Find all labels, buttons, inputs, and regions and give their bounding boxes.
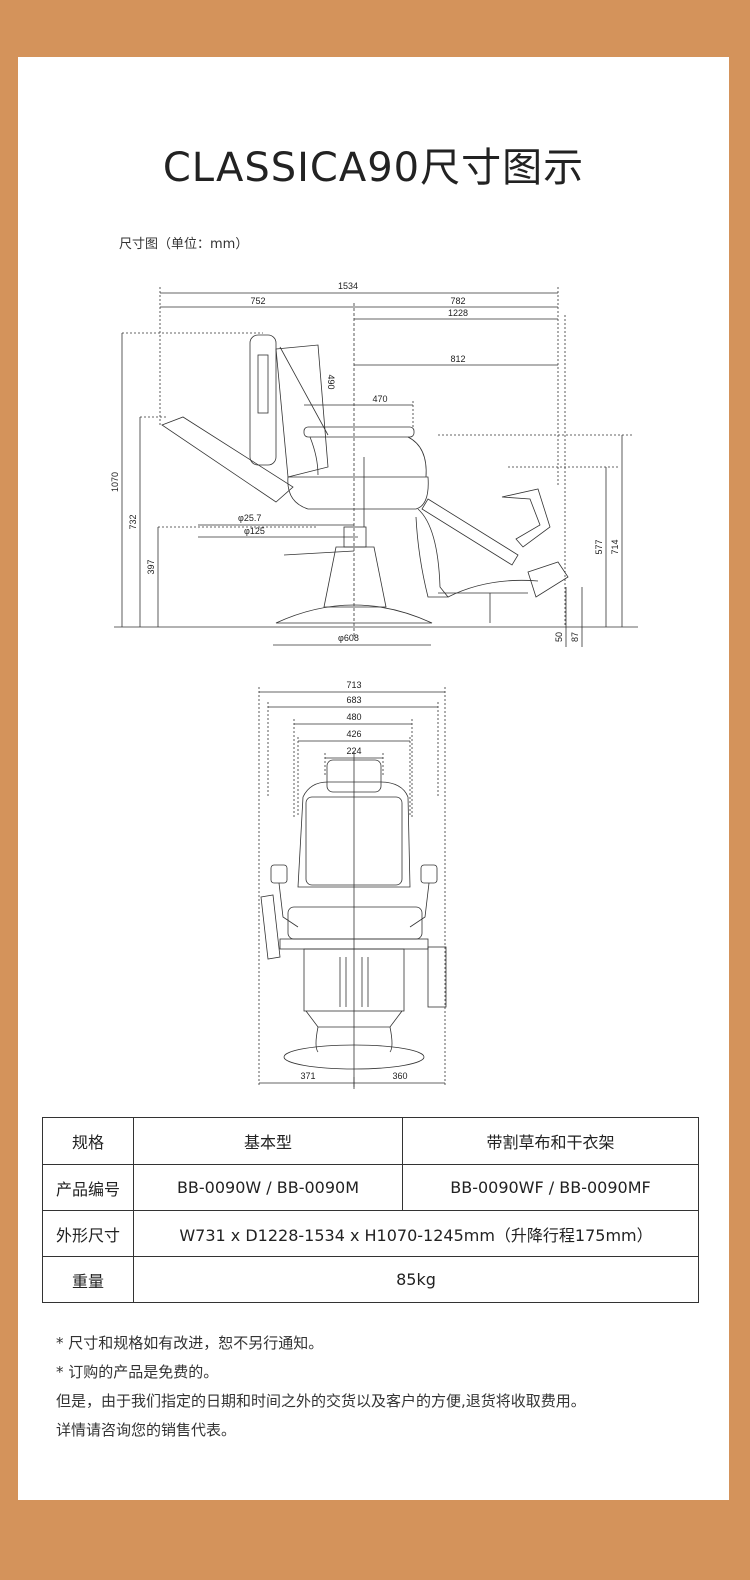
dimensions-value: W731 x D1228-1534 x H1070-1245mm（升降行程175… <box>133 1210 699 1257</box>
spec-label: 重量 <box>42 1256 134 1303</box>
spec-table: 规格 基本型 带割草布和干衣架 产品编号 BB-0090W / BB-0090M… <box>42 1117 700 1303</box>
table-row: 外形尺寸 W731 x D1228-1534 x H1070-1245mm（升降… <box>42 1210 699 1257</box>
dim-782: 782 <box>450 296 465 306</box>
dim-490: 490 <box>326 374 336 389</box>
spec-basic-header: 基本型 <box>133 1117 403 1165</box>
dim-1070: 1070 <box>110 472 120 492</box>
dim-87: 87 <box>570 632 580 642</box>
dim-713: 713 <box>346 680 361 690</box>
note-line: * 订购的产品是免费的。 <box>56 1363 219 1381</box>
dim-480: 480 <box>346 712 361 722</box>
dimension-drawing: 1534 752 782 1228 812 490 470 1070 732 3… <box>110 281 638 1089</box>
note-line: * 尺寸和规格如有改进，恕不另行通知。 <box>56 1334 324 1352</box>
content-card: CLASSICA90尺寸图示 尺寸图（单位：mm） <box>18 57 729 1500</box>
dim-732: 732 <box>128 514 138 529</box>
model-basic: BB-0090W / BB-0090M <box>133 1164 403 1211</box>
dim-397: 397 <box>146 559 156 574</box>
weight-value: 85kg <box>133 1256 699 1303</box>
dim-1228: 1228 <box>448 308 468 318</box>
notes: * 尺寸和规格如有改进，恕不另行通知。 * 订购的产品是免费的。 但是，由于我们… <box>56 1329 586 1445</box>
unit-label: 尺寸图（单位：mm） <box>119 237 249 252</box>
dim-683: 683 <box>346 695 361 705</box>
spec-label: 产品编号 <box>42 1164 134 1211</box>
dim-phi25: φ25.7 <box>238 513 261 523</box>
dim-phi608: φ608 <box>338 633 359 643</box>
model-extra: BB-0090WF / BB-0090MF <box>401 1164 700 1211</box>
dim-812: 812 <box>450 354 465 364</box>
spec-label: 规格 <box>42 1117 134 1165</box>
dim-714: 714 <box>610 539 620 554</box>
dim-1534: 1534 <box>338 281 358 291</box>
note-line: 详情请咨询您的销售代表。 <box>56 1421 237 1439</box>
dim-752: 752 <box>250 296 265 306</box>
table-row: 重量 85kg <box>42 1256 699 1303</box>
page-title: CLASSICA90尺寸图示 <box>162 145 585 191</box>
dim-phi125: φ125 <box>244 526 265 536</box>
table-row: 产品编号 BB-0090W / BB-0090M BB-0090WF / BB-… <box>42 1164 700 1211</box>
dim-50: 50 <box>554 632 564 642</box>
dim-426: 426 <box>346 729 361 739</box>
dim-224: 224 <box>346 746 361 756</box>
dim-371: 371 <box>300 1071 315 1081</box>
table-row: 规格 基本型 带割草布和干衣架 <box>42 1117 700 1165</box>
dim-360: 360 <box>392 1071 407 1081</box>
dim-577: 577 <box>594 539 604 554</box>
note-line: 但是，由于我们指定的日期和时间之外的交货以及客户的方便,退货将收取费用。 <box>56 1392 586 1410</box>
dim-470: 470 <box>372 394 387 404</box>
spec-label: 外形尺寸 <box>42 1210 134 1257</box>
spec-extra-header: 带割草布和干衣架 <box>401 1117 700 1165</box>
